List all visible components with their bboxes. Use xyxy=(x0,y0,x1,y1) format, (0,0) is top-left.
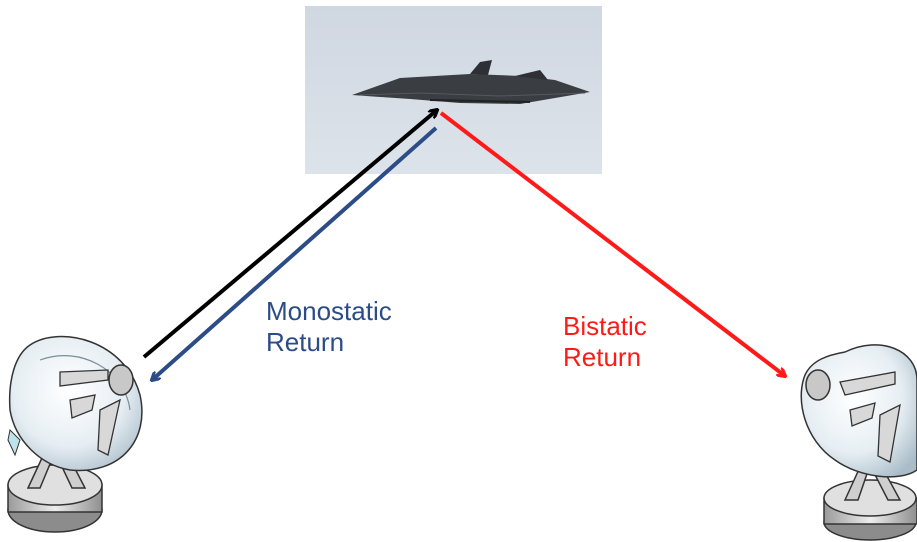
receiver-radar-dish-icon xyxy=(800,344,917,541)
stealth-aircraft-icon xyxy=(352,60,590,104)
bistatic-return-arrow xyxy=(439,111,785,376)
bistatic-label-line2: Return xyxy=(563,342,642,372)
monostatic-label-line2: Return xyxy=(266,327,345,357)
bistatic-label-line1: Bistatic xyxy=(563,311,647,341)
monostatic-return-arrow xyxy=(152,126,438,380)
transmit-arrow xyxy=(142,110,437,359)
monostatic-label-line1: Monostatic xyxy=(266,296,392,326)
transmitter-radar-dish-icon xyxy=(7,335,143,533)
bistatic-return-label: Bistatic Return xyxy=(563,311,647,373)
aircraft-photo xyxy=(305,6,602,174)
monostatic-return-label: Monostatic Return xyxy=(266,296,392,358)
